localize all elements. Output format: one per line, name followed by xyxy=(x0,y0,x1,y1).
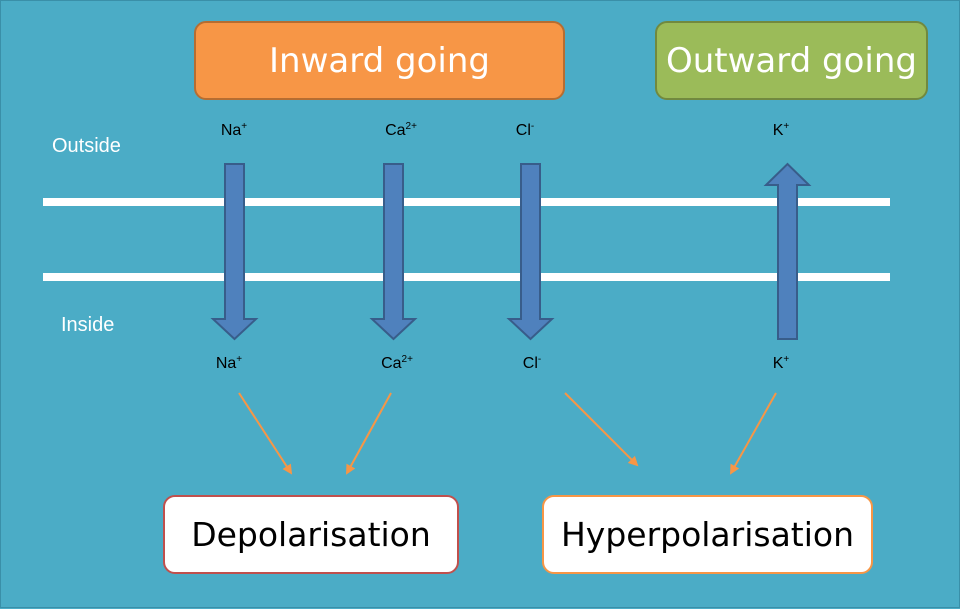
membrane-inner-line xyxy=(43,273,890,281)
ca-to-depolarisation-arrow xyxy=(346,392,392,475)
na-outside-label: Na+ xyxy=(220,121,248,140)
depolarisation-box: Depolarisation xyxy=(163,495,459,574)
k-to-hyperpolarisation-arrow xyxy=(730,392,777,475)
cl-inside-label: Cl- xyxy=(522,354,542,373)
outside-label: Outside xyxy=(52,135,121,157)
k-inside-label: K+ xyxy=(772,354,790,373)
depolarisation-label: Depolarisation xyxy=(191,515,431,554)
inward-going-label: Inward going xyxy=(269,40,490,81)
cl-outside-label: Cl- xyxy=(515,121,535,140)
inside-label: Inside xyxy=(61,314,115,336)
hyperpolarisation-label: Hyperpolarisation xyxy=(560,515,855,554)
outward-going-label: Outward going xyxy=(665,40,917,81)
na-inward-arrow xyxy=(210,163,259,341)
na-inside-label: Na+ xyxy=(215,354,243,373)
ca-inward-arrow xyxy=(369,163,418,341)
k-outward-arrow xyxy=(763,162,812,340)
hyperpolarisation-box: Hyperpolarisation xyxy=(542,495,873,574)
cl-inward-arrow xyxy=(506,163,555,341)
ca-outside-label: Ca2+ xyxy=(385,121,417,140)
outward-going-header: Outward going xyxy=(655,21,928,100)
k-outside-label: K+ xyxy=(772,121,790,140)
na-to-depolarisation-arrow xyxy=(238,392,293,475)
inward-going-header: Inward going xyxy=(194,21,565,100)
membrane-outer-line xyxy=(43,198,890,206)
cl-to-hyperpolarisation-arrow xyxy=(564,392,639,467)
ca-inside-label: Ca2+ xyxy=(381,354,413,373)
